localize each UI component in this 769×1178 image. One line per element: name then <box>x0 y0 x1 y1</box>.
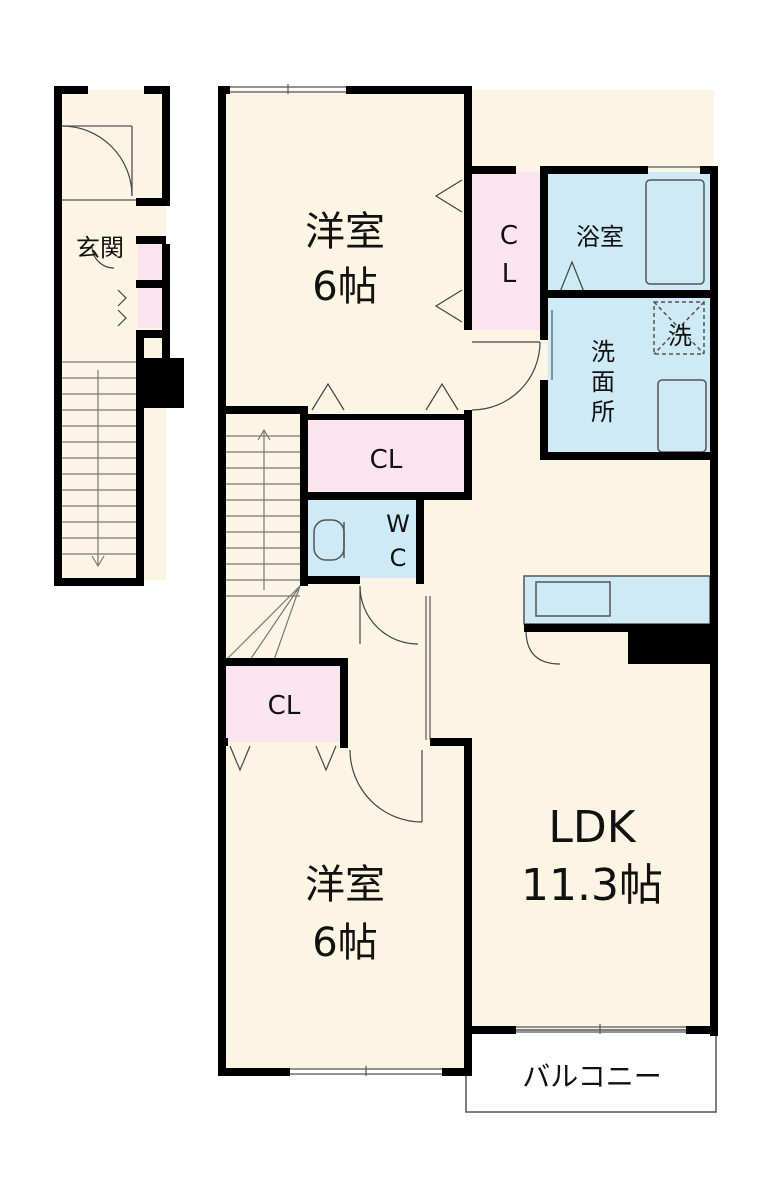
washer-label: 洗 <box>668 322 692 350</box>
closet-bottom-label: CL <box>268 691 301 721</box>
closet-top-label-1: C <box>500 221 518 251</box>
ldk-size: 11.3帖 <box>521 860 663 911</box>
bath-label: 浴室 <box>576 223 624 251</box>
labels: 洋室 6帖 洋室 6帖 LDK 11.3帖 玄関 浴室 洗 面 所 洗 C L … <box>76 209 692 1093</box>
washroom-label-1: 洗 <box>591 338 615 366</box>
washroom-label-2: 面 <box>591 368 615 396</box>
washroom-label-3: 所 <box>591 398 615 426</box>
entrance-storage-1 <box>138 244 164 282</box>
closet-mid <box>308 418 466 494</box>
bedroom-top-name: 洋室 <box>305 209 385 255</box>
bath-floor <box>548 172 710 292</box>
stairs-entrance <box>62 361 136 568</box>
closet-mid-label: CL <box>370 445 403 475</box>
stairs-main <box>225 428 301 661</box>
bedroom-bottom-name: 洋室 <box>305 862 385 908</box>
windows <box>62 84 700 1076</box>
door-swings <box>61 125 561 823</box>
walls <box>54 86 718 1076</box>
kitchen-counter <box>523 575 711 625</box>
ldk-name: LDK <box>548 802 636 853</box>
entrance-storage-2 <box>138 288 164 328</box>
bathtub <box>645 179 705 285</box>
entrance-label: 玄関 <box>76 234 124 262</box>
toilet-label-1: W <box>386 510 410 538</box>
balcony-label: バルコニー <box>522 1060 661 1093</box>
bedroom-bottom-size: 6帖 <box>312 920 377 966</box>
washroom-floor <box>548 296 710 456</box>
bedroom-top-size: 6帖 <box>312 264 377 310</box>
closet-bottom <box>226 664 344 742</box>
fixtures <box>313 179 707 617</box>
toilet-floor <box>308 500 422 578</box>
closet-top-vertical <box>472 172 545 330</box>
closet-top-label-2: L <box>502 259 517 289</box>
toilet-label-2: C <box>390 544 407 572</box>
closet-door-marks <box>117 179 585 772</box>
balcony-floor <box>465 1029 717 1113</box>
washer-space <box>653 301 705 355</box>
sink <box>535 581 611 617</box>
